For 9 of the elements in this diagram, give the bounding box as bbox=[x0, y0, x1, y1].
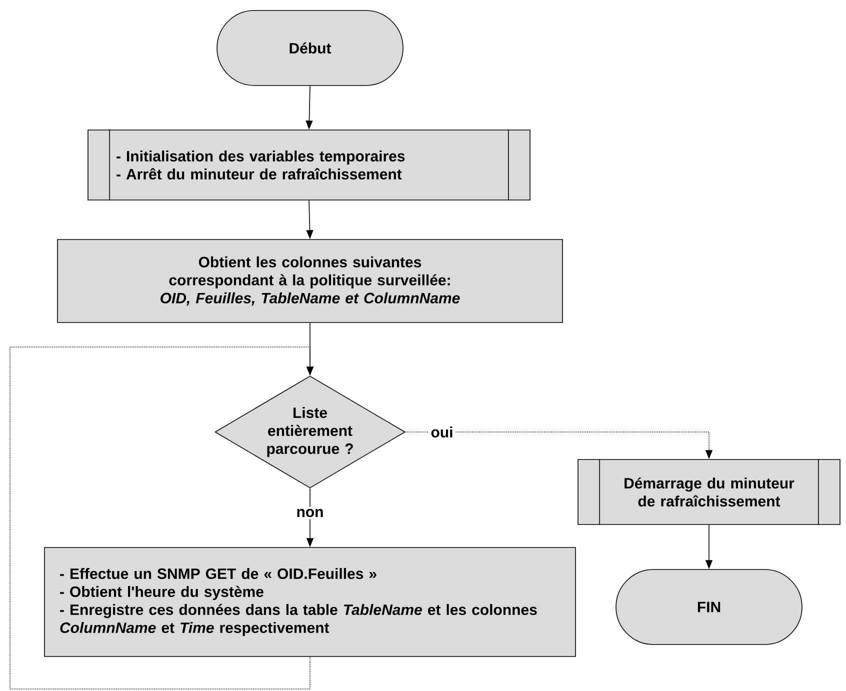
edge-label: oui bbox=[428, 424, 456, 440]
process-box: Obtient les colonnes suivantes correspondant à la politique surveillée: OID, Feuilles, TableName et ColumnName bbox=[57, 239, 563, 323]
terminal-box: Début bbox=[216, 10, 404, 86]
edge-label: non bbox=[294, 506, 326, 520]
arrow bbox=[10, 346, 314, 690]
process-box: - Initialisation des variables temporaires - Arrêt du minuteur de rafraîchissement bbox=[88, 129, 530, 201]
terminal-box: FIN bbox=[616, 569, 802, 645]
process-box: Démarrage du minuteur de rafraîchissement bbox=[578, 458, 840, 526]
process-box: - Effectue un SNMP GET de « OID.Feuilles » - Obtient l'heure du système - Enregistre ces données dans la table TableName et les colonnes ColumnName et Time respectivement bbox=[44, 547, 576, 657]
